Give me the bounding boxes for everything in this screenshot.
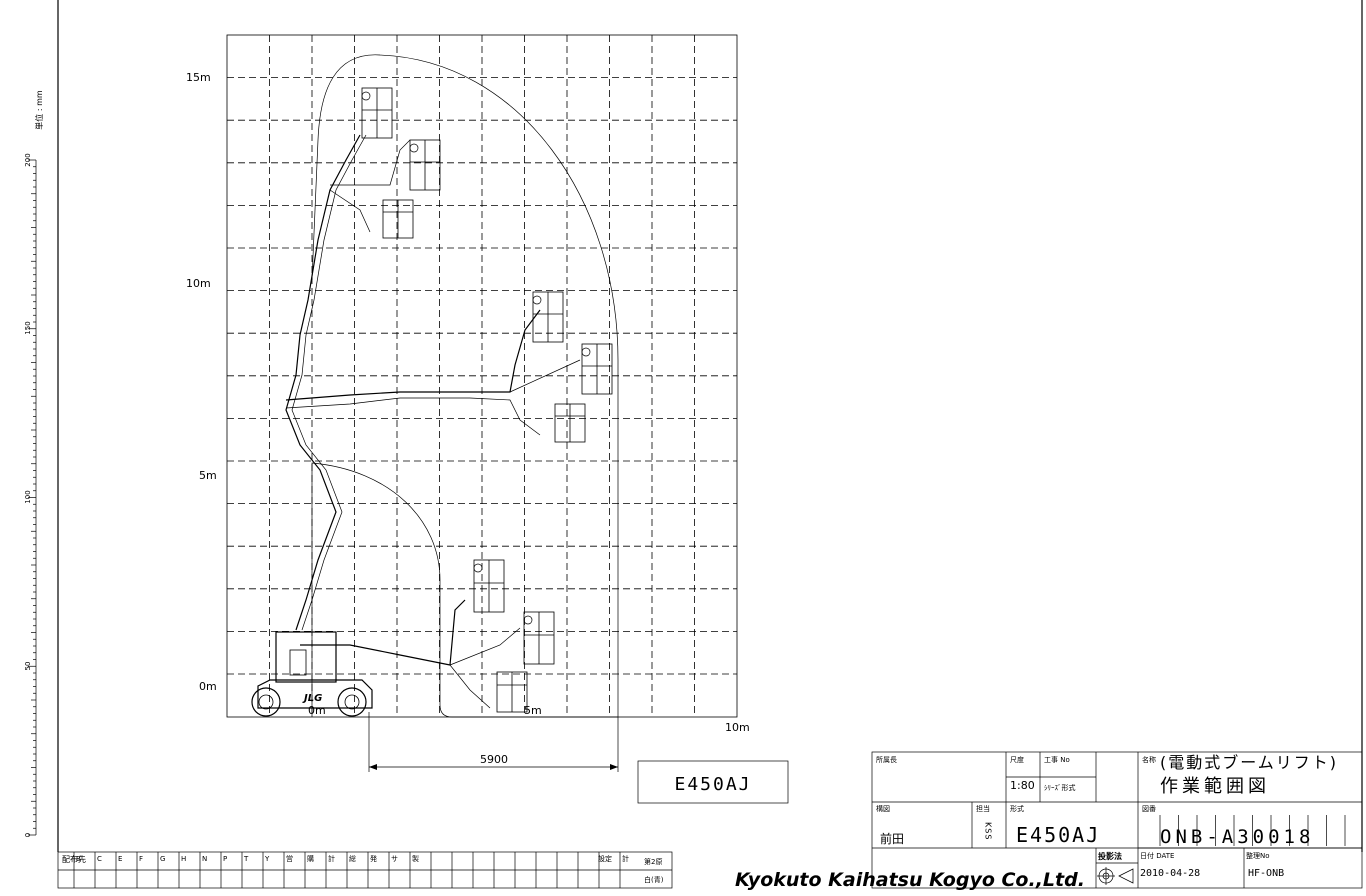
base-label-5m: 5m — [524, 704, 542, 717]
title-label: 尺度 — [1010, 755, 1024, 764]
title-label: 名称 — [1142, 755, 1156, 764]
model-value: E450AJ — [1016, 823, 1100, 847]
ruler-tick-label: 150 — [24, 321, 32, 334]
projection-symbol-icon — [1097, 867, 1134, 885]
title-label: ｼﾘｰｽﾞ形式 — [1044, 783, 1076, 792]
x-label-10m: 10m — [725, 721, 750, 734]
platform-basket — [554, 403, 586, 443]
title-label: 構図 — [876, 804, 890, 813]
platform-basket — [532, 291, 564, 343]
company-name: Kyokuto Kaihatsu Kogyo Co.,Ltd. — [735, 869, 1085, 891]
brand-logo: JLG — [302, 693, 322, 704]
strip-cell-label: G — [160, 855, 165, 863]
boom-linkage — [285, 134, 581, 709]
platform-basket — [523, 611, 555, 665]
model-box-label: E450AJ — [674, 774, 751, 795]
strip-cell-label: E — [118, 855, 122, 863]
platform-basket — [409, 139, 441, 191]
ruler-tick-label: 0 — [24, 833, 32, 837]
title-label: 日付 DATE — [1140, 851, 1174, 860]
dimension-value: 5900 — [480, 753, 508, 766]
title-label: 担当 — [976, 804, 990, 813]
strip-cell-label: B — [76, 855, 81, 863]
strip-cell-label: C — [97, 855, 102, 863]
machine-chassis — [251, 631, 373, 717]
distribution-strip — [57, 851, 673, 889]
drawing-number: ONB-A30018 — [1160, 826, 1314, 848]
model-box — [637, 760, 789, 804]
y-label-0m: 0m — [199, 680, 217, 693]
strip-cell-label: P — [223, 855, 227, 863]
ref-value: HF-ONB — [1248, 868, 1284, 879]
platform-basket — [473, 559, 505, 613]
ruler-unit-label: 単位 : mm — [34, 90, 44, 130]
platform-basket — [496, 671, 528, 713]
strip-cell-label: 製 — [412, 854, 419, 863]
strip-right-label: 設定 — [598, 854, 612, 863]
ruler-tick-label: 100 — [24, 490, 32, 503]
page-label: 第2原 — [644, 857, 662, 866]
name-line-2: 作業範囲図 — [1160, 776, 1270, 797]
title-block — [871, 751, 1363, 889]
y-label-10m: 10m — [186, 277, 211, 290]
strip-cell-label: T — [243, 855, 249, 863]
platform-basket — [581, 343, 613, 395]
working-envelope-outer — [311, 54, 619, 718]
checker-initials: KSS — [984, 822, 993, 840]
title-label: 整理No — [1246, 851, 1270, 860]
strip-cell-label: N — [202, 855, 207, 863]
drawer-name: 前田 — [880, 831, 904, 846]
strip-cell-label: 購 — [307, 854, 314, 863]
strip-cell-label: Y — [264, 855, 270, 863]
title-label: 工事 No — [1044, 755, 1070, 764]
strip-cell-label: H — [181, 855, 186, 863]
title-label: 形式 — [1010, 804, 1024, 813]
strip-cell-label: 総 — [349, 854, 356, 863]
y-label-5m: 5m — [199, 469, 217, 482]
title-label: 図番 — [1142, 805, 1156, 813]
strip-cell-label: 計 — [328, 854, 335, 863]
strip-right-label: 計 — [622, 854, 629, 863]
strip-cell-label: F — [139, 855, 143, 863]
name-line-1: (電動式ブームリフト) — [1160, 753, 1338, 772]
platform-basket — [382, 199, 414, 239]
platform-basket — [361, 87, 393, 139]
ruler-tick-label: 200 — [24, 153, 32, 166]
ruler-tick-label: 50 — [24, 662, 32, 671]
strip-cell-label: 営 — [286, 854, 293, 863]
dimension-line — [368, 712, 619, 772]
y-label-15m: 15m — [186, 71, 211, 84]
strip-cell-label: サ — [391, 855, 398, 863]
scale-value: 1:80 — [1010, 779, 1035, 792]
distribution-label: 配布先 — [62, 854, 86, 864]
strip-cell-label: 発 — [370, 854, 377, 863]
page-label: 白(青) — [644, 875, 664, 884]
working-range-grid — [226, 34, 738, 718]
base-label-0m: 0m — [308, 704, 326, 717]
title-label: 投影法 — [1098, 851, 1122, 861]
left-ruler: 単位 : mm 200 150 100 50 0 — [24, 90, 44, 837]
title-label: 所属長 — [876, 755, 897, 764]
date-value: 2010-04-28 — [1140, 868, 1200, 879]
